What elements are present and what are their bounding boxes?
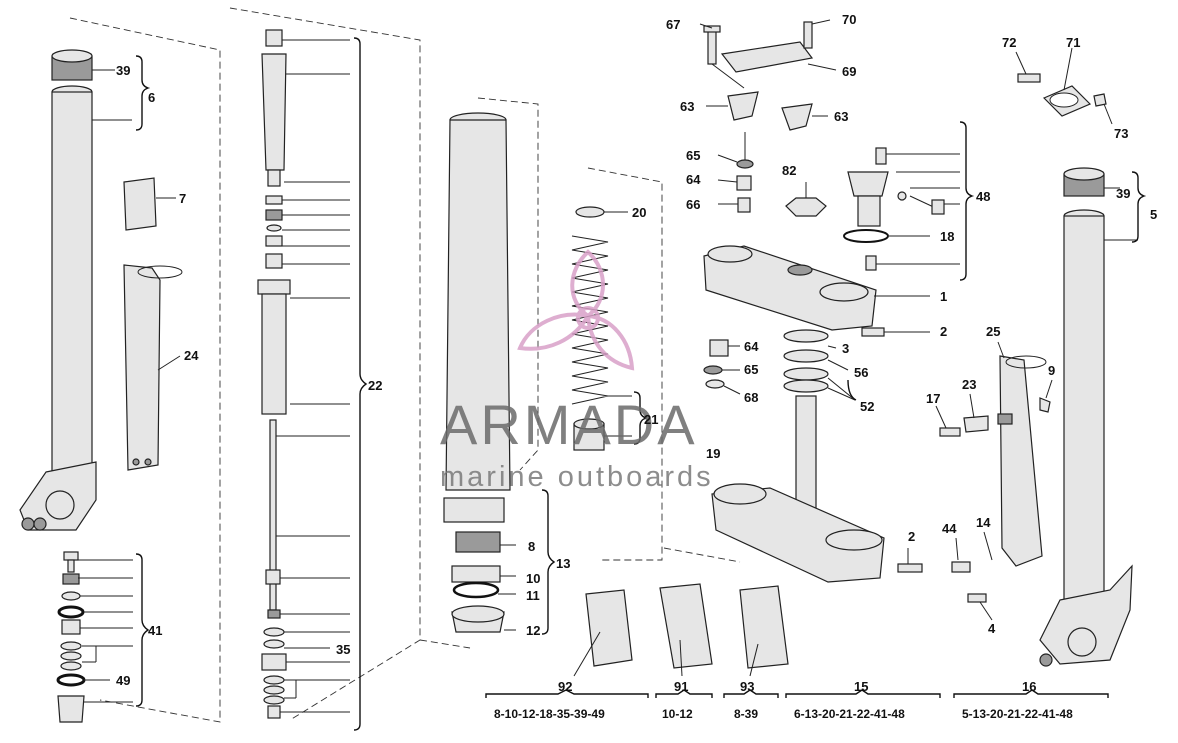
callout: 63 (834, 109, 848, 124)
kit-contents: 8-10-12-18-35-39-49 (494, 707, 605, 721)
armada-watermark: ARMADA marine outboards (440, 249, 714, 493)
callout: 41 (148, 623, 162, 638)
callout: 56 (854, 365, 868, 380)
fork-outer-tube-right (1039, 167, 1138, 667)
callout: 6 (148, 90, 155, 105)
callout: 67 (666, 17, 680, 32)
callout: 52 (860, 399, 874, 414)
kit-contents: 8-39 (734, 707, 758, 721)
kit-number: 92 (558, 679, 572, 694)
callout: 69 (842, 64, 856, 79)
callout: 39 (1116, 186, 1130, 201)
kit-16: 16 5-13-20-21-22-41-48 (953, 679, 1109, 721)
fork-guard-left (123, 264, 183, 471)
kit-legend: 92 8-10-12-18-35-39-49 91 10-12 93 8-39 … (485, 679, 1109, 721)
kit-contents: 6-13-20-21-22-41-48 (794, 707, 905, 721)
callout: 4 (988, 621, 996, 636)
callout: 49 (116, 673, 130, 688)
kit-contents: 10-12 (662, 707, 693, 721)
fork-outer-tube-left (19, 17, 221, 723)
callout: 8 (528, 539, 535, 554)
callout: 66 (686, 197, 700, 212)
callout: 12 (526, 623, 540, 638)
callout: 11 (526, 588, 540, 603)
handlebar-clamps (699, 19, 837, 131)
steering-nut-82 (785, 182, 827, 217)
callout: 48 (976, 189, 990, 204)
callout-numbers: 39 6 7 24 41 49 22 35 20 21 19 8 13 10 1… (116, 12, 1157, 688)
kit-92: 92 8-10-12-18-35-39-49 (485, 679, 649, 721)
callout: 10 (526, 571, 540, 586)
callout: 20 (632, 205, 646, 220)
callout: 35 (336, 642, 350, 657)
callout: 19 (706, 446, 720, 461)
callout: 2 (908, 529, 915, 544)
callout: 65 (686, 148, 700, 163)
kit-packets (573, 583, 789, 677)
inner-fork-tube (419, 97, 539, 649)
callout: 23 (962, 377, 976, 392)
bearing-stack (703, 329, 856, 401)
kit-number: 15 (854, 679, 868, 694)
callout: 24 (184, 348, 199, 363)
callout: 1 (940, 289, 947, 304)
callout: 71 (1066, 35, 1080, 50)
callout: 7 (179, 191, 186, 206)
callout: 13 (556, 556, 570, 571)
adjuster-48 (843, 147, 960, 271)
callout: 70 (842, 12, 856, 27)
callout: 72 (1002, 35, 1016, 50)
watermark-brand: ARMADA (440, 393, 698, 456)
callout: 5 (1150, 207, 1157, 222)
fork-label-7 (123, 177, 176, 231)
kit-contents: 5-13-20-21-22-41-48 (962, 707, 1073, 721)
callout: 14 (976, 515, 991, 530)
callout: 82 (782, 163, 796, 178)
callout: 73 (1114, 126, 1128, 141)
kit-93: 93 8-39 (723, 679, 779, 721)
steering-clamp-71 (1015, 47, 1113, 125)
callout: 22 (368, 378, 382, 393)
callout: 68 (744, 390, 758, 405)
bolt-stack-top (717, 132, 754, 213)
callout: 64 (686, 172, 701, 187)
upper-triple-clamp (703, 245, 930, 337)
callout: 25 (986, 324, 1000, 339)
kit-91: 91 10-12 (655, 679, 713, 721)
callout: 3 (842, 341, 849, 356)
callout: 63 (680, 99, 694, 114)
callout: 17 (926, 391, 940, 406)
callout: 18 (940, 229, 954, 244)
callout: 44 (942, 521, 957, 536)
watermark-tagline: marine outboards (440, 461, 714, 493)
seal-stack-41 (56, 551, 133, 723)
callout: 65 (744, 362, 758, 377)
callout: 64 (744, 339, 759, 354)
kit-15: 15 6-13-20-21-22-41-48 (785, 679, 941, 721)
fork-spring-21 (571, 167, 663, 561)
callout: 9 (1048, 363, 1055, 378)
callout: 21 (644, 412, 658, 427)
group-braces (135, 37, 1147, 731)
fork-guard-right (935, 341, 1053, 621)
callout: 2 (940, 324, 947, 339)
callout: 39 (116, 63, 130, 78)
lower-triple-clamp (663, 395, 923, 583)
propeller-logo-icon (517, 249, 635, 371)
damper-cartridge-22 (229, 7, 421, 721)
